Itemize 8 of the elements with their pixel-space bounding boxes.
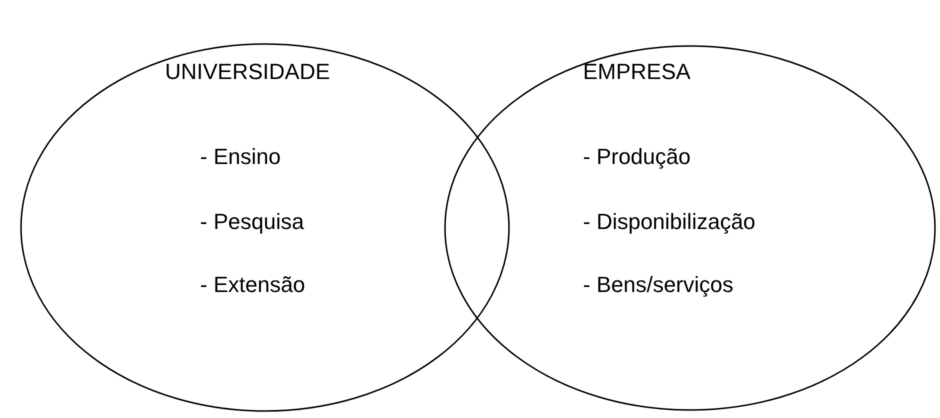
circle-title: UNIVERSIDADE xyxy=(165,59,330,85)
list-item: - Bens/serviços xyxy=(583,272,734,298)
list-item: - Produção xyxy=(583,144,691,170)
list-item: - Pesquisa xyxy=(200,209,304,235)
list-item: - Extensão xyxy=(200,272,306,298)
list-item: - Disponibilização xyxy=(583,209,756,235)
circle-title: EMPRESA xyxy=(583,59,691,85)
list-item: - Ensino xyxy=(200,144,281,170)
